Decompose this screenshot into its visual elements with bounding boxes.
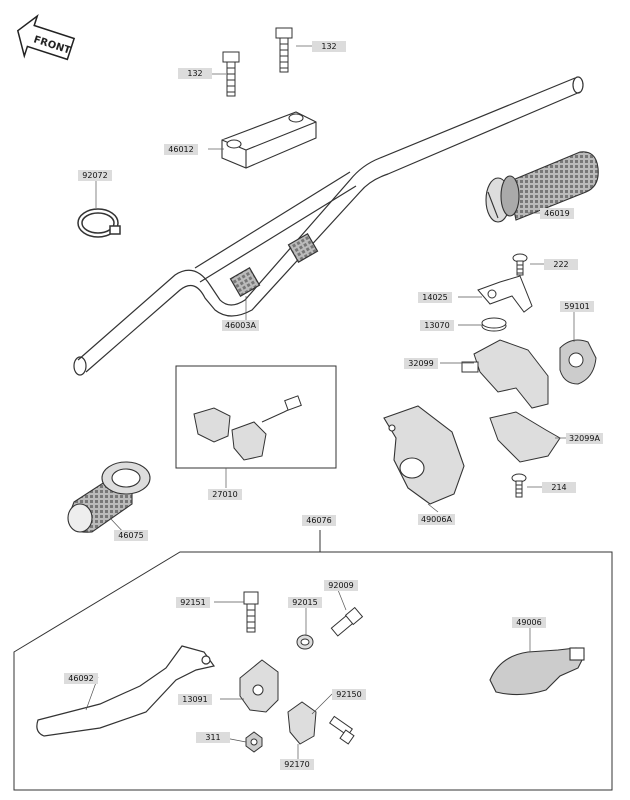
- part-label-92170[interactable]: 92170: [280, 759, 314, 770]
- part-label-46019[interactable]: 46019: [540, 208, 574, 219]
- housing-32099-part: [461, 339, 549, 409]
- part-label-46076[interactable]: 46076: [302, 515, 336, 526]
- bolt-92150-part: [328, 715, 355, 745]
- adjuster-92009-part: [330, 606, 364, 637]
- part-label-13091[interactable]: 13091: [178, 694, 212, 705]
- part-label-92150[interactable]: 92150: [332, 689, 366, 700]
- part-label-27010[interactable]: 27010: [208, 489, 242, 500]
- part-label-59101[interactable]: 59101: [560, 301, 594, 312]
- band-13070-part: [481, 317, 507, 332]
- holder-14025-part: [477, 275, 533, 313]
- part-label-92015[interactable]: 92015: [288, 597, 322, 608]
- part-label-32099[interactable]: 32099: [404, 358, 438, 369]
- leader-lines: [85, 45, 575, 762]
- part-label-46075[interactable]: 46075: [114, 530, 148, 541]
- bolt-132-part: [222, 27, 293, 97]
- housing-32099a-part: [489, 411, 561, 463]
- grip-46019-part: [485, 151, 599, 223]
- part-label-46092[interactable]: 46092: [64, 673, 98, 684]
- part-label-214[interactable]: 214: [542, 482, 576, 493]
- ring-92015-part: [296, 634, 314, 650]
- holder-13091-part: [239, 659, 279, 713]
- clamp-46012-part: [221, 111, 317, 169]
- part-label-14025[interactable]: 14025: [418, 292, 452, 303]
- nut-311-part: [245, 731, 263, 753]
- clutch-assembly-frame: [13, 530, 613, 791]
- part-label-132-lower[interactable]: 132: [178, 68, 212, 79]
- guard-49006a-part: [383, 405, 465, 505]
- cover-49006-part: [489, 647, 585, 696]
- part-label-92151[interactable]: 92151: [176, 597, 210, 608]
- switch-27010-part: [193, 395, 302, 461]
- part-label-46003a[interactable]: 46003A: [222, 320, 259, 331]
- clip-92072-part: [77, 208, 121, 238]
- part-label-132-upper[interactable]: 132: [312, 41, 346, 52]
- screw-214-part: [511, 473, 527, 498]
- part-label-46012[interactable]: 46012: [164, 144, 198, 155]
- handlebar-part: [73, 76, 584, 376]
- switch-box-frame: [175, 365, 337, 469]
- bolt-92151-part: [243, 591, 259, 633]
- cap-59101-part: [559, 339, 597, 385]
- part-label-49006a[interactable]: 49006A: [418, 514, 455, 525]
- part-label-49006[interactable]: 49006: [512, 617, 546, 628]
- front-arrow-icon: FRONT: [16, 13, 76, 61]
- part-label-32099a[interactable]: 32099A: [566, 433, 603, 444]
- part-label-222[interactable]: 222: [544, 259, 578, 270]
- bracket-92170-part: [287, 701, 317, 745]
- lever-46092-part: [36, 645, 216, 737]
- part-label-311[interactable]: 311: [196, 732, 230, 743]
- part-label-92072[interactable]: 92072: [78, 170, 112, 181]
- part-label-13070[interactable]: 13070: [420, 320, 454, 331]
- screw-222-part: [512, 253, 528, 276]
- part-label-92009[interactable]: 92009: [324, 580, 358, 591]
- grip-46075-part: [67, 461, 151, 533]
